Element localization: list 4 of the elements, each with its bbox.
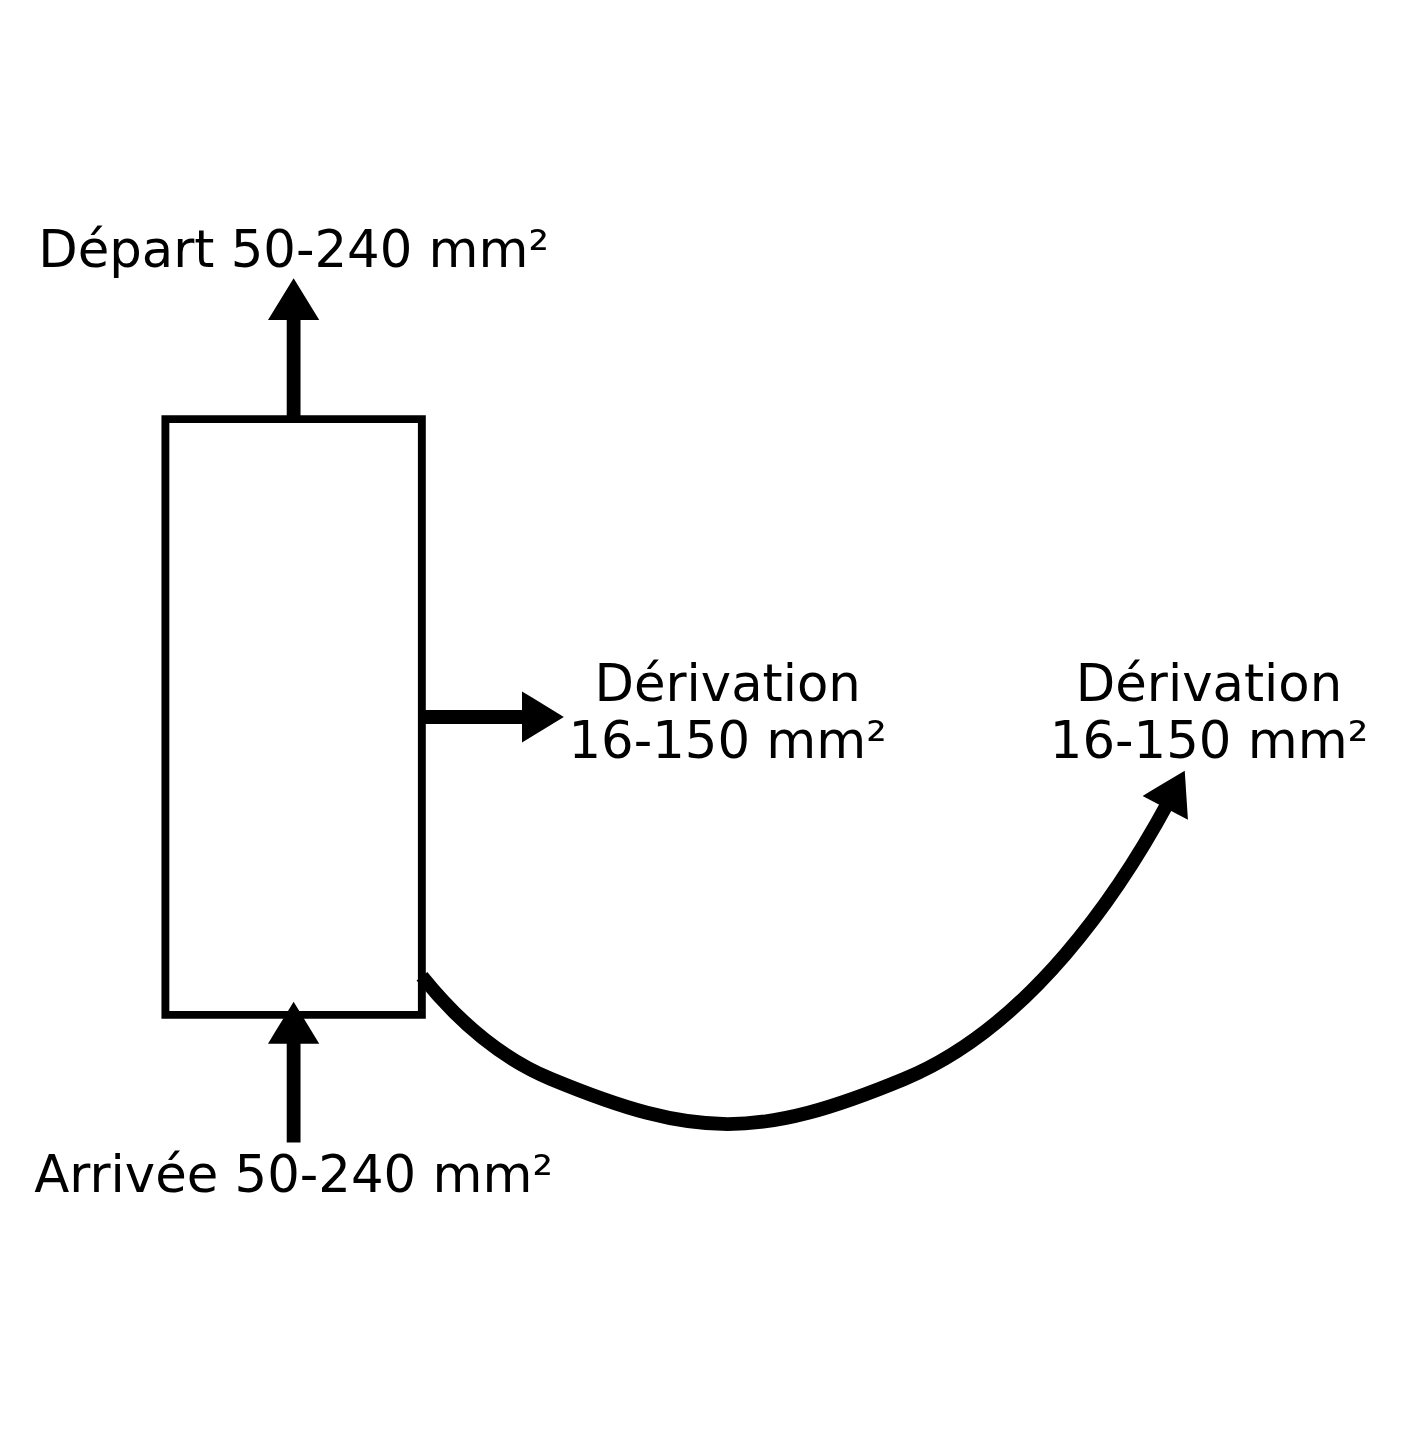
node-text: Dérivation 16-150 mm² <box>1049 652 1369 771</box>
node-text: Dérivation 16-150 mm² <box>568 652 887 771</box>
node-text: Départ 50-240 mm² <box>38 218 550 279</box>
node-text: Arrivée 50-240 mm² <box>34 1144 553 1205</box>
